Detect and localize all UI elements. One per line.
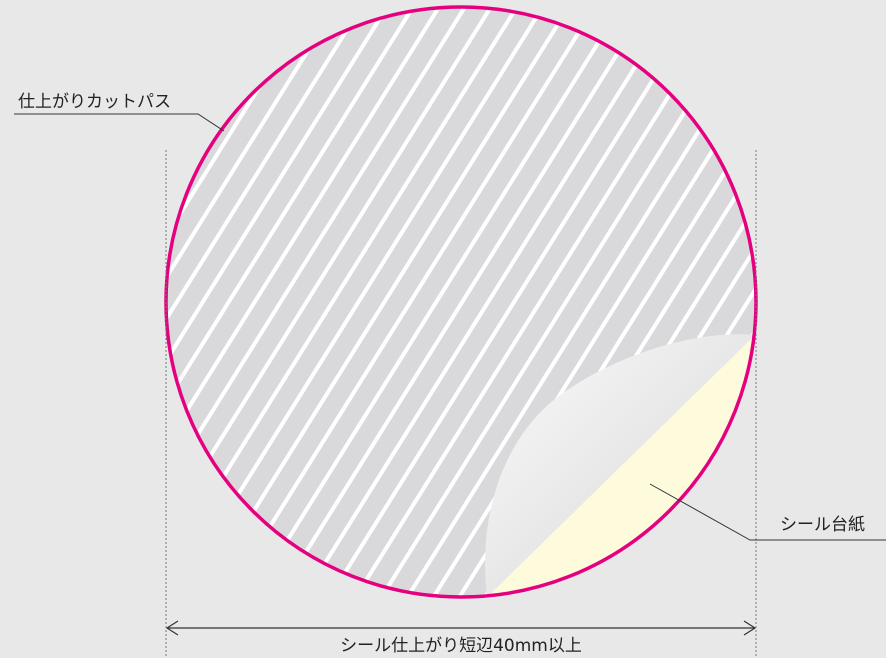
size-note-label: シール仕上がり短辺40mm以上 xyxy=(340,636,582,656)
backing-sheet-label: シール台紙 xyxy=(780,515,865,535)
cut-path-leader xyxy=(14,113,225,132)
cut-path-label: 仕上がりカットパス xyxy=(18,92,171,112)
backing-sheet-leader xyxy=(649,483,886,541)
peeled-sticker-flap xyxy=(485,334,755,597)
dimension-arrow xyxy=(165,620,757,636)
